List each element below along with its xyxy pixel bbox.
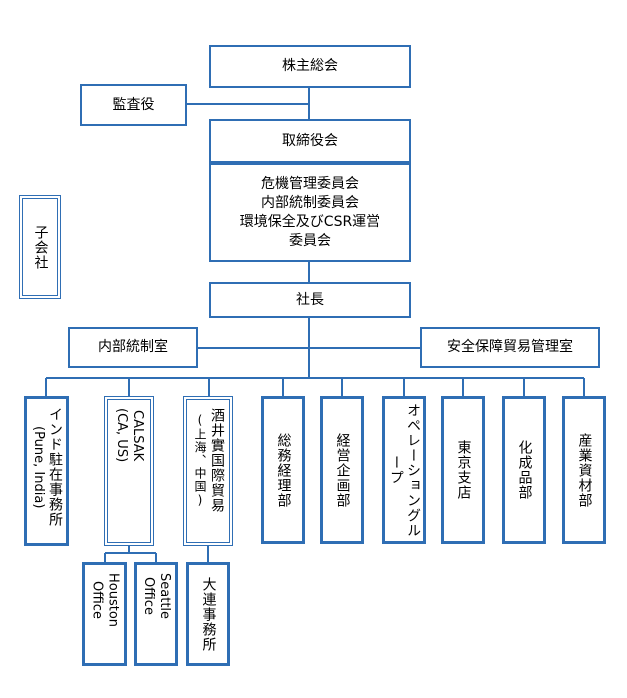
president-box: 社長 (209, 282, 411, 318)
industrial-materials-box: 産業資材部 (562, 396, 606, 544)
committee-environment: 環境保全及びCSR運営 (239, 213, 381, 230)
india-office-box: インド駐在事務所 (Pune, India) (24, 396, 69, 546)
internal-control-label: 内部統制室 (98, 339, 168, 355)
committee-environment-cont: 委員会 (289, 232, 331, 249)
board-label: 取締役会 (282, 132, 338, 149)
dalian-office-label: 大連事務所 (200, 576, 217, 652)
tokyo-branch-box: 東京支店 (441, 396, 485, 544)
shareholders-label: 株主総会 (282, 58, 338, 74)
india-office-label: インド駐在事務所 (47, 407, 63, 527)
security-trade-box: 安全保障貿易管理室 (420, 327, 600, 368)
board-box: 取締役会 (209, 119, 411, 163)
committee-crisis: 危機管理委員会 (261, 175, 359, 192)
tokyo-branch-label: 東京支店 (455, 440, 472, 500)
houston-office-sub: Office (89, 581, 105, 619)
general-affairs-label: 総務経理部 (275, 432, 292, 508)
india-office-sub: (Pune, India) (31, 425, 46, 509)
calsak-box: CALSAK (CA, US) (104, 396, 154, 546)
committees-box: 危機管理委員会 内部統制委員会 環境保全及びCSR運営 委員会 (209, 163, 411, 262)
houston-office-box: Houston Office (82, 562, 127, 666)
planning-box: 経営企画部 (320, 396, 364, 544)
general-affairs-box: 総務経理部 (261, 396, 305, 544)
subsidiaries-box: 子会社 (19, 195, 61, 299)
calsak-label: CALSAK (130, 409, 145, 461)
president-label: 社長 (296, 291, 324, 308)
operation-group-box: オペレーショングループ (382, 396, 426, 544)
internal-control-box: 内部統制室 (68, 327, 198, 368)
seattle-office-label: Seattle (157, 573, 172, 620)
houston-office-label: Houston (105, 573, 121, 628)
operation-group-label: オペレーショングループ (388, 402, 421, 538)
subsidiaries-label: 子会社 (32, 224, 49, 270)
chemicals-label: 化成品部 (516, 440, 533, 500)
seattle-office-sub: Office (141, 577, 156, 615)
auditor-label: 監査役 (112, 96, 155, 113)
chemicals-box: 化成品部 (502, 396, 546, 544)
committee-internal-control: 内部統制委員会 (261, 194, 359, 211)
shareholders-box: 株主総会 (209, 45, 411, 88)
auditor-box: 監査役 (80, 84, 187, 126)
industrial-materials-label: 産業資材部 (576, 432, 593, 508)
security-trade-label: 安全保障貿易管理室 (447, 339, 573, 355)
planning-label: 経営企画部 (334, 432, 351, 508)
dalian-office-box: 大連事務所 (186, 562, 230, 666)
calsak-sub: (CA, US) (114, 408, 129, 463)
seattle-office-box: Seattle Office (134, 562, 178, 666)
shanghai-sub: (上海、中国) (193, 413, 207, 508)
shanghai-label: 酒井實国際貿易 (209, 408, 225, 513)
shanghai-box: 酒井實国際貿易 (上海、中国) (183, 396, 233, 546)
